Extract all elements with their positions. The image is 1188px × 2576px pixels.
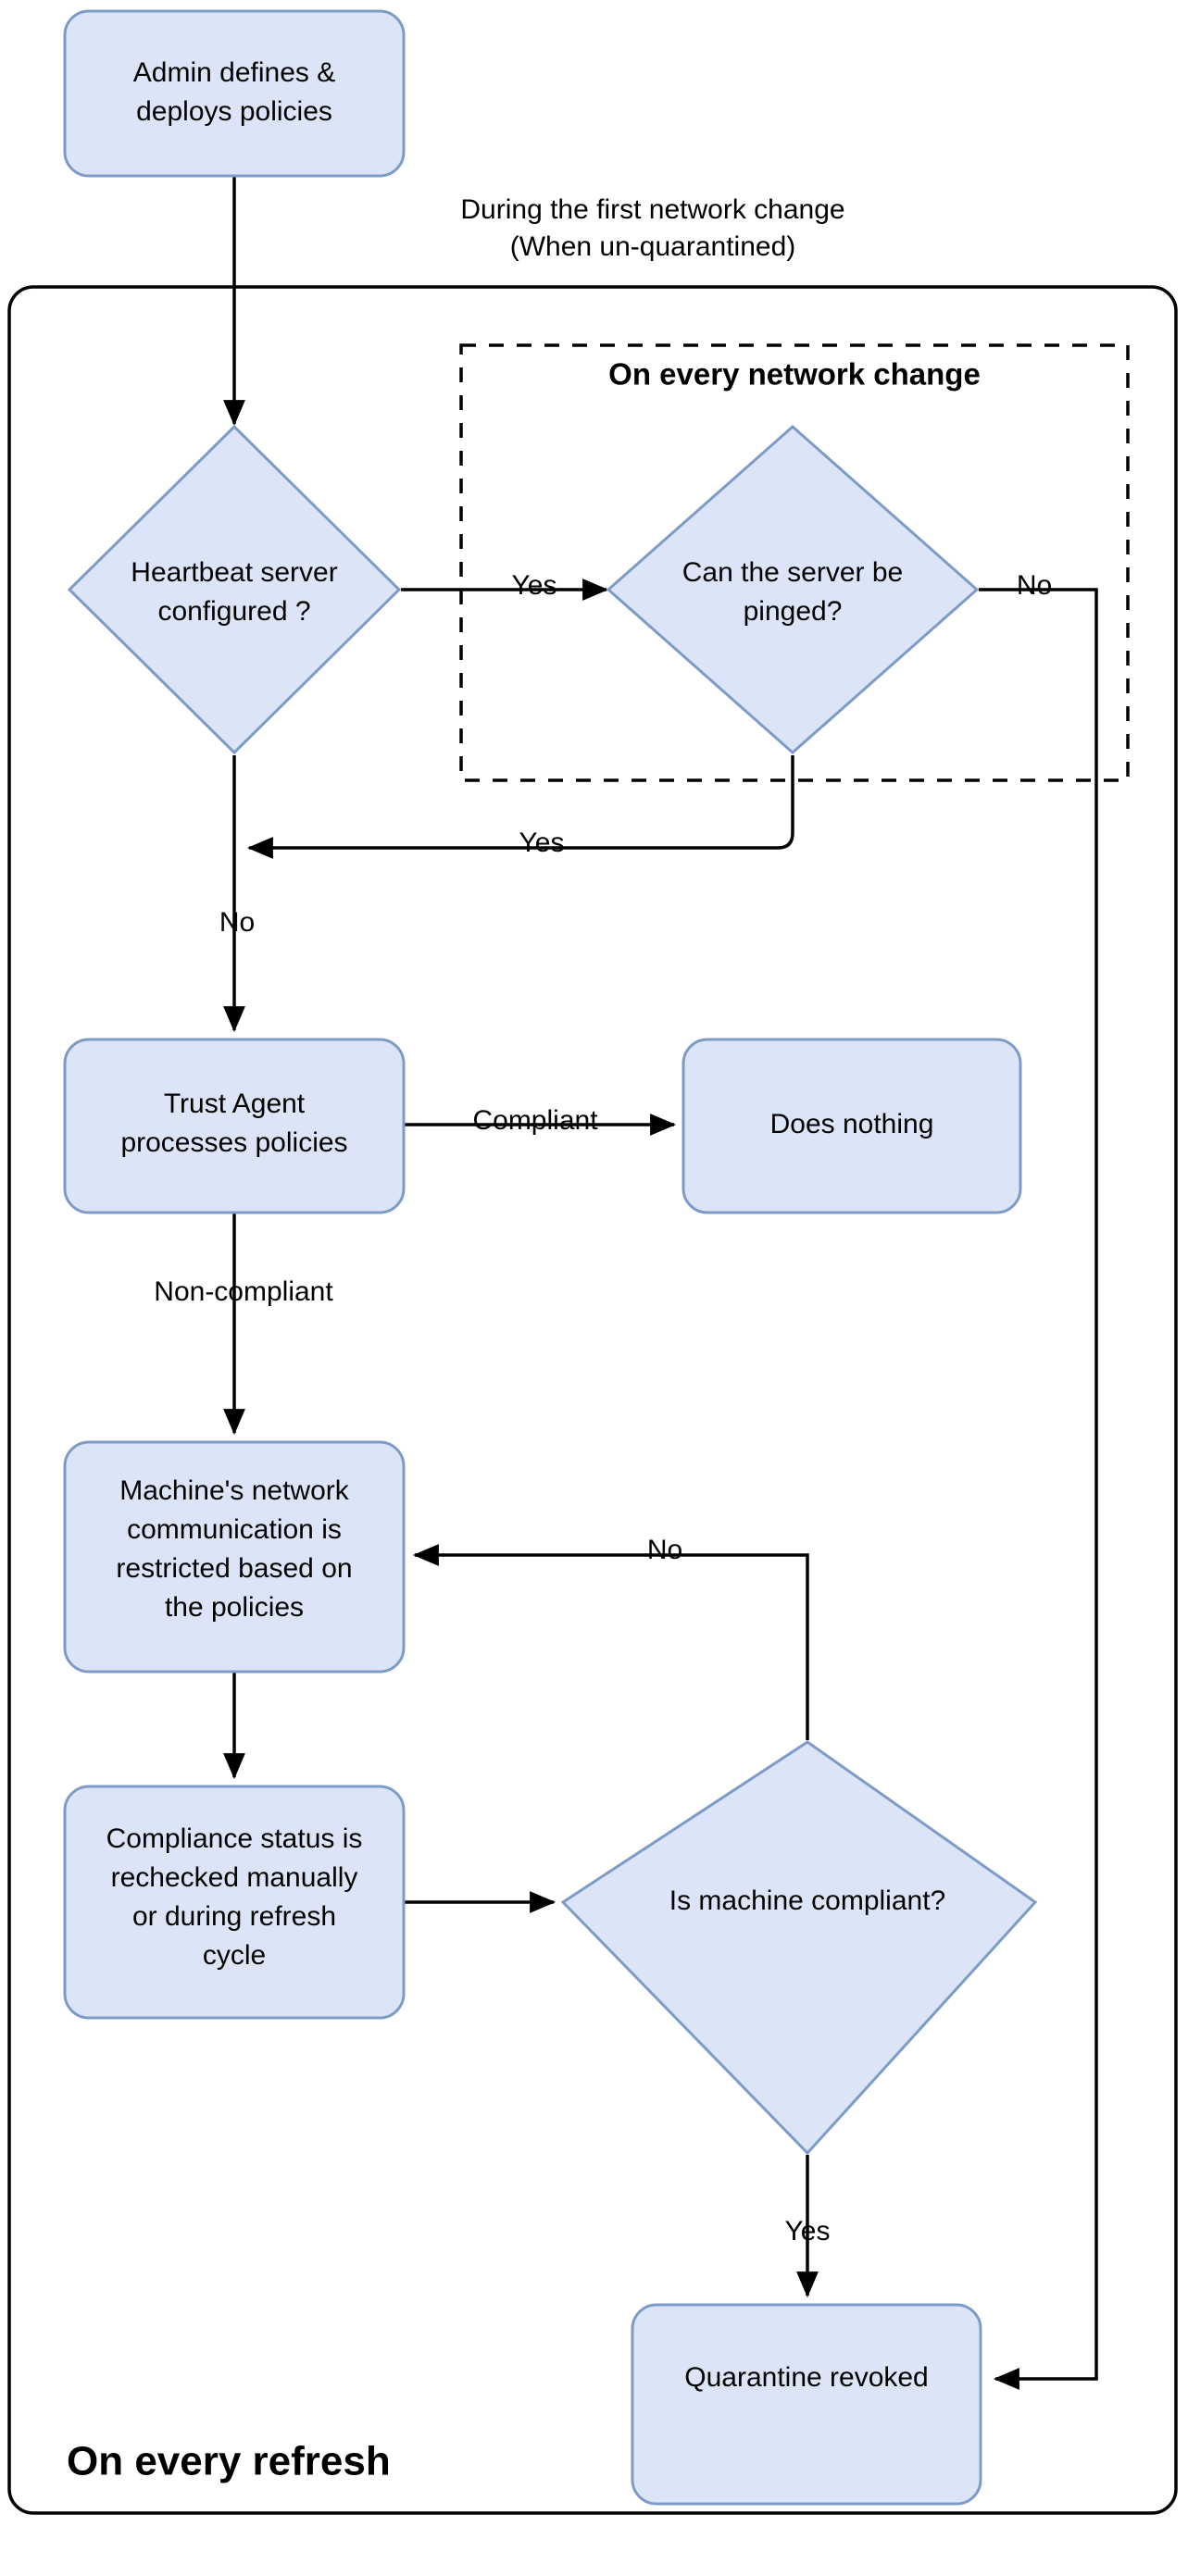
node-quarantine-revoked-line1: Quarantine revoked <box>684 2362 929 2393</box>
edge-compliant-no <box>412 1544 809 1740</box>
node-admin-defines-line2: deploys policies <box>136 96 332 127</box>
node-compliance-recheck-shape[interactable] <box>63 1785 406 2020</box>
node-does-nothing-line1: Does nothing <box>770 1109 934 1139</box>
node-trust-agent[interactable]: Trust Agent processes policies <box>63 1038 406 1214</box>
caption-first-network-change-line1: During the first network change <box>460 194 844 225</box>
edge-label-pinged-yes: Yes <box>519 828 565 858</box>
node-admin-defines[interactable]: Admin defines & deploys policies <box>63 9 406 178</box>
group-on-every-network-change <box>459 343 1130 782</box>
node-compliance-recheck[interactable]: Compliance status is rechecked manually … <box>63 1785 406 2020</box>
node-is-compliant-shape[interactable] <box>560 1740 1038 2156</box>
node-heartbeat-configured-shape[interactable] <box>67 424 402 755</box>
node-does-nothing-shape[interactable] <box>682 1038 1022 1214</box>
edge-label-trust-compliant: Compliant <box>472 1105 598 1136</box>
edge-label-compliant-no: No <box>647 1535 682 1565</box>
group-on-every-refresh <box>7 285 1178 2515</box>
node-network-restricted-line2: communication is <box>127 1514 342 1545</box>
caption-first-network-change-line2: (When un-quarantined) <box>510 231 796 262</box>
node-heartbeat-configured[interactable]: Heartbeat server configured ? <box>67 424 402 755</box>
node-quarantine-revoked-shape[interactable] <box>631 2303 982 2506</box>
node-compliance-recheck-line1: Compliance status is <box>106 1823 363 1854</box>
node-server-pinged-shape[interactable] <box>606 424 980 755</box>
node-server-pinged-line1: Can the server be <box>682 557 903 588</box>
edge-label-heartbeat-no: No <box>219 907 255 938</box>
node-is-compliant[interactable]: Is machine compliant? <box>560 1740 1038 2156</box>
edge-label-heartbeat-yes: Yes <box>512 570 557 601</box>
edge-label-compliant-yes: Yes <box>785 2216 831 2246</box>
node-network-restricted-shape[interactable] <box>63 1440 406 1674</box>
node-network-restricted-line3: restricted based on <box>116 1553 352 1584</box>
node-trust-agent-shape[interactable] <box>63 1038 406 1214</box>
node-compliance-recheck-line4: cycle <box>203 1940 266 1971</box>
node-trust-agent-line1: Trust Agent <box>164 1089 306 1119</box>
edge-label-pinged-no: No <box>1017 570 1052 601</box>
node-trust-agent-line2: processes policies <box>120 1127 347 1158</box>
node-network-restricted-line1: Machine's network <box>119 1475 350 1506</box>
node-compliance-recheck-line2: rechecked manually <box>111 1862 358 1893</box>
node-server-pinged-line2: pinged? <box>744 596 843 627</box>
edge-label-trust-noncompliant: Non-compliant <box>154 1276 333 1307</box>
node-admin-defines-shape[interactable] <box>63 9 406 178</box>
node-does-nothing[interactable]: Does nothing <box>682 1038 1022 1214</box>
group-label-on-every-network-change: On every network change <box>608 357 981 392</box>
node-network-restricted[interactable]: Machine's network communication is restr… <box>63 1440 406 1674</box>
edge-pinged-yes <box>246 755 794 859</box>
node-quarantine-revoked[interactable]: Quarantine revoked <box>631 2303 982 2506</box>
node-admin-defines-line1: Admin defines & <box>133 57 335 88</box>
edge-pinged-no <box>979 588 1098 2390</box>
node-heartbeat-configured-line2: configured ? <box>157 596 310 627</box>
node-server-pinged[interactable]: Can the server be pinged? <box>606 424 980 755</box>
node-is-compliant-line1: Is machine compliant? <box>669 1885 945 1916</box>
node-compliance-recheck-line3: or during refresh <box>132 1901 336 1932</box>
group-label-on-every-refresh: On every refresh <box>67 2439 391 2484</box>
node-network-restricted-line4: the policies <box>165 1592 304 1623</box>
node-heartbeat-configured-line1: Heartbeat server <box>131 557 337 588</box>
